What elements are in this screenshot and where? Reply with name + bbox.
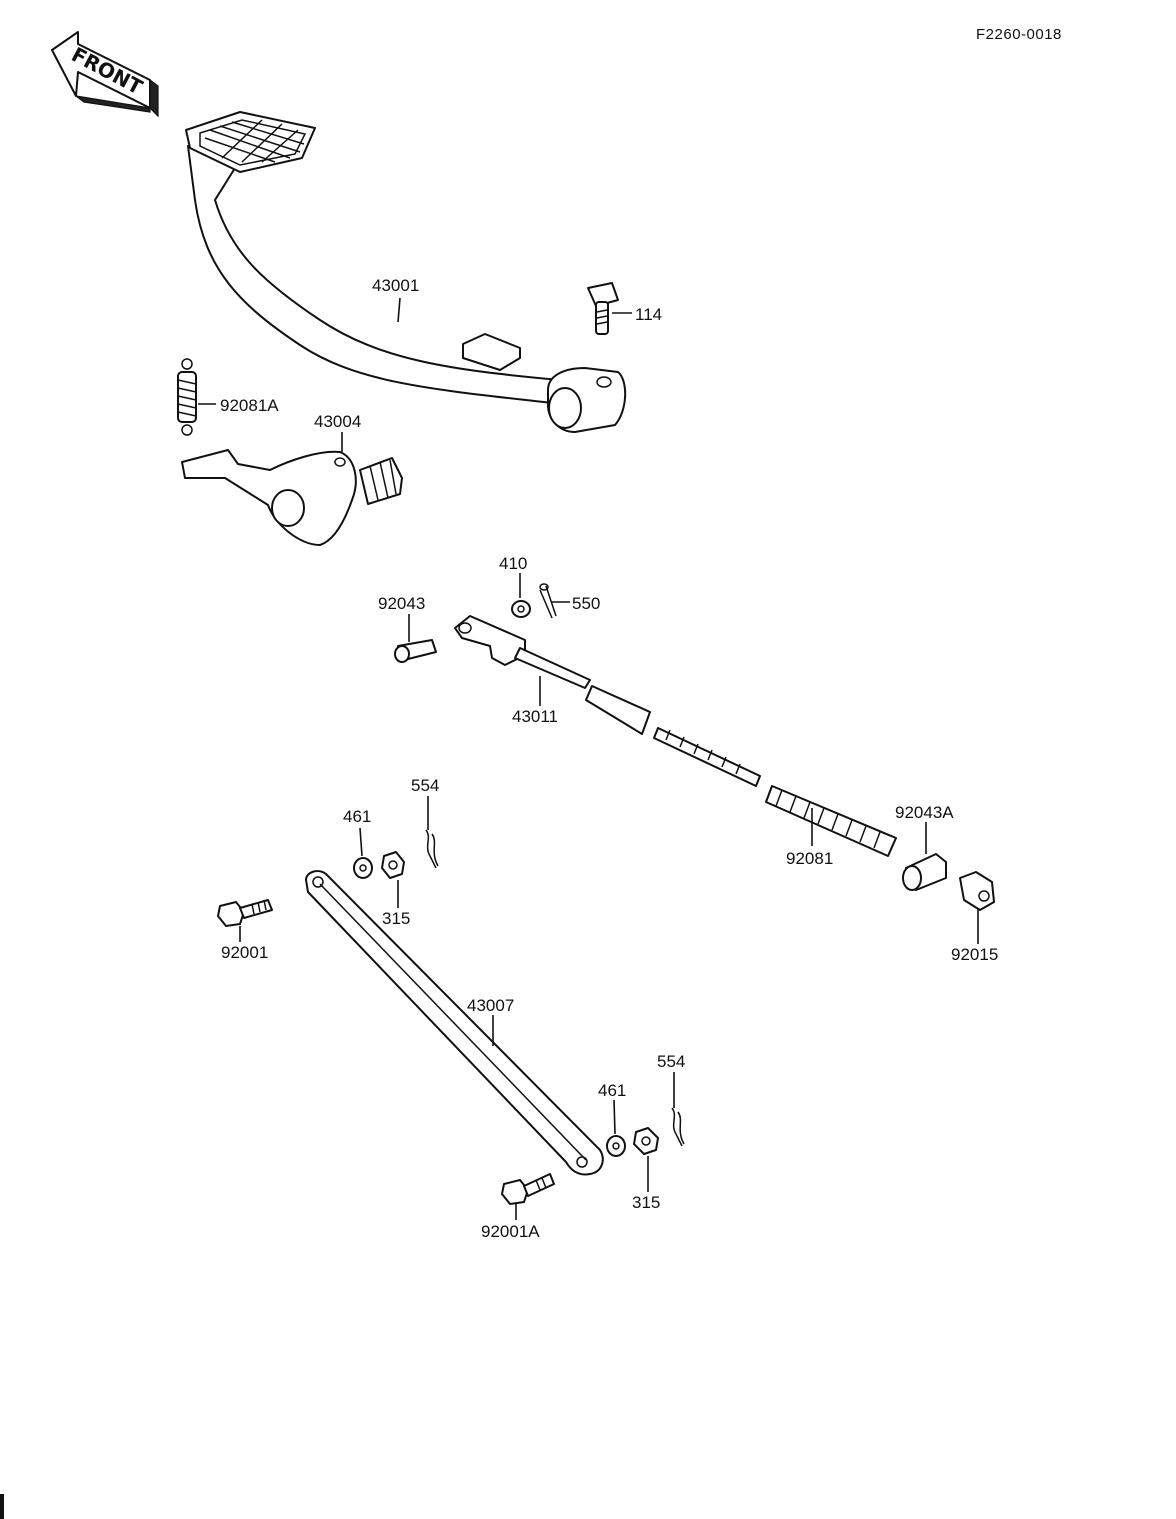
label-461-bottom: 461	[598, 1081, 627, 1100]
washer-461-lower-part	[606, 1135, 626, 1157]
clip-554-upper-part	[425, 829, 439, 869]
pin-92043-part	[394, 639, 437, 663]
label-43011: 43011	[512, 707, 559, 726]
label-554-top: 554	[411, 776, 440, 795]
label-92043a: 92043A	[895, 803, 954, 822]
spring-92081a-part	[177, 358, 197, 436]
brake-pedal-part	[185, 111, 627, 433]
rod-43011-part	[454, 615, 761, 787]
link-rod-43007-part	[305, 870, 604, 1176]
clip-554-lower-part	[671, 1107, 685, 1147]
cotter-pin-550-part	[539, 583, 557, 619]
lever-43004-part	[181, 449, 403, 546]
label-92043: 92043	[378, 594, 426, 613]
label-550: 550	[572, 594, 601, 613]
label-43007: 43007	[467, 996, 515, 1015]
leader-lines	[198, 297, 979, 1220]
bolt-92001-part	[217, 899, 273, 927]
label-315-top: 315	[382, 909, 411, 928]
label-43004: 43004	[314, 412, 362, 431]
edge-mark	[0, 1494, 4, 1519]
washer-461-upper-part	[353, 857, 373, 879]
label-92081: 92081	[786, 849, 834, 868]
document-id: F2260-0018	[976, 26, 1062, 43]
label-92001a: 92001A	[481, 1222, 540, 1241]
label-410: 410	[499, 554, 528, 573]
nut-315-upper-part	[381, 851, 405, 879]
label-92001: 92001	[221, 943, 269, 962]
label-461-top: 461	[343, 807, 372, 826]
bolt-92001a-part	[501, 1173, 555, 1205]
nut-92015-part	[959, 871, 995, 911]
bolt-114-part	[587, 282, 619, 335]
label-554-bottom: 554	[657, 1052, 686, 1071]
adjuster-92043a-part	[902, 853, 947, 891]
label-92081a: 92081A	[220, 396, 279, 415]
washer-410-part	[511, 600, 531, 618]
label-114: 114	[635, 305, 663, 324]
label-315-bottom: 315	[632, 1193, 661, 1212]
front-arrow-icon	[51, 31, 159, 118]
label-43001: 43001	[372, 276, 420, 295]
spring-92081-part	[765, 785, 897, 857]
label-92015: 92015	[951, 945, 999, 964]
nut-315-lower-part	[633, 1127, 659, 1155]
